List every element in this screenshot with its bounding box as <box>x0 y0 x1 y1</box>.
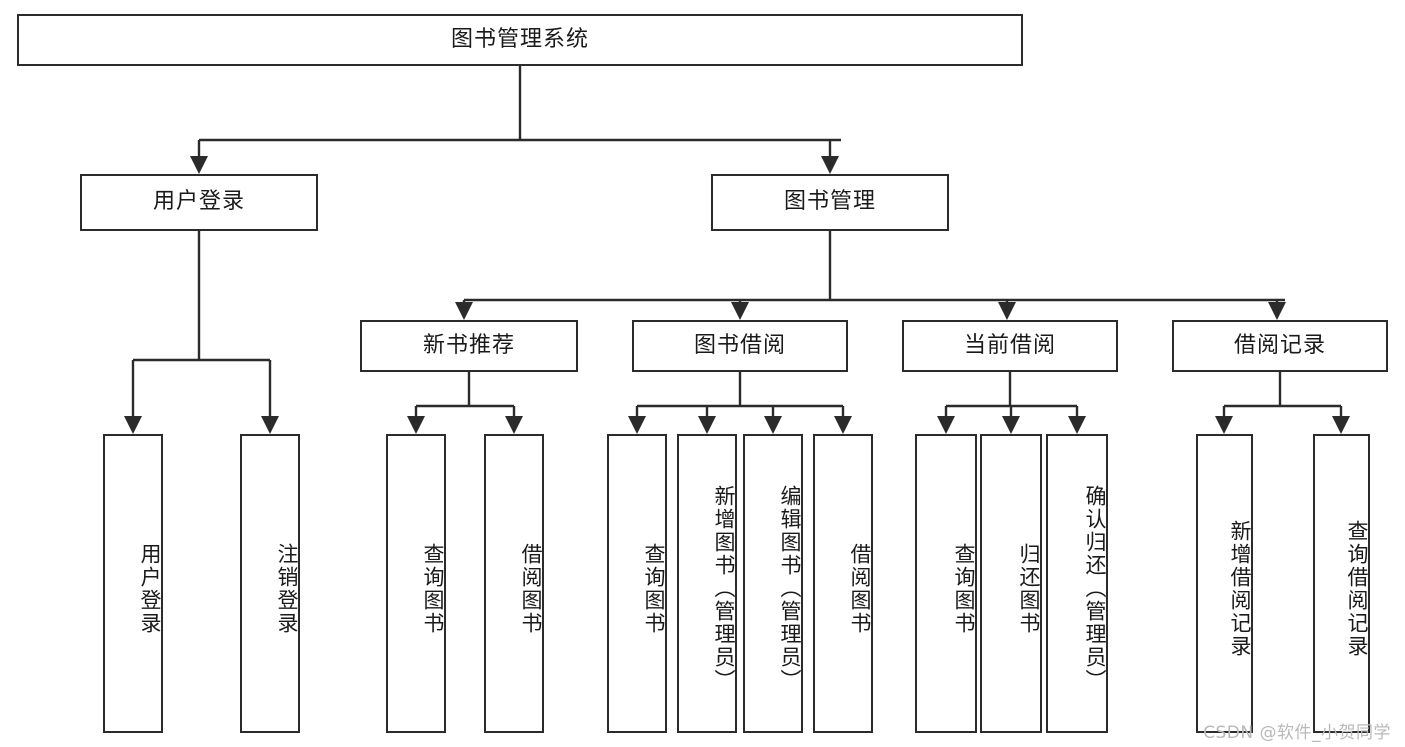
leaf-borrow-book-recommend[interactable]: 借阅图书 <box>484 434 544 733</box>
arrowhead-borrow-record <box>1268 302 1286 320</box>
leaf-query-book-borrow[interactable]: 查询图书 <box>607 434 667 733</box>
leaf-add-borrow-record-label: 新增借阅记录 <box>1228 519 1252 658</box>
leaf-query-book-recommend-label: 查询图书 <box>421 542 445 635</box>
arrowhead-confirm-return <box>1068 416 1086 434</box>
arrowhead-current-borrow <box>998 302 1016 320</box>
node-book-manage[interactable]: 图书管理 <box>711 174 949 231</box>
node-current-borrow[interactable]: 当前借阅 <box>902 320 1118 372</box>
arrowhead-book-borrow <box>731 302 749 320</box>
leaf-confirm-return-label: 确认归还（管理员） <box>1083 485 1107 692</box>
arrowhead-borrow-book-recommend <box>505 416 523 434</box>
node-new-book-recommend[interactable]: 新书推荐 <box>360 320 578 372</box>
watermark: CSDN @软件_小贺同学 <box>1203 723 1391 743</box>
arrowhead-query-book-recommend <box>407 416 425 434</box>
node-book-borrow[interactable]: 图书借阅 <box>632 320 848 372</box>
arrowhead-leaf-user-login <box>124 416 142 434</box>
arrowhead-book-manage <box>821 156 839 174</box>
arrowhead-query-book-borrow <box>628 416 646 434</box>
leaf-borrow-book[interactable]: 借阅图书 <box>813 434 873 733</box>
arrowhead-add-borrow-record <box>1215 416 1233 434</box>
leaf-edit-book[interactable]: 编辑图书（管理员） <box>743 434 803 733</box>
leaf-confirm-return[interactable]: 确认归还（管理员） <box>1046 434 1108 733</box>
leaf-add-book[interactable]: 新增图书（管理员） <box>677 434 737 733</box>
arrowhead-edit-book <box>764 416 782 434</box>
leaf-query-borrow-record-label: 查询借阅记录 <box>1345 519 1369 658</box>
leaf-user-login[interactable]: 用户登录 <box>103 434 163 733</box>
arrowhead-query-borrow-record <box>1332 416 1350 434</box>
node-borrow-record-label: 借阅记录 <box>1233 332 1326 358</box>
leaf-query-book-current-label: 查询图书 <box>952 542 976 635</box>
arrowhead-borrow-book <box>834 416 852 434</box>
leaf-query-book-borrow-label: 查询图书 <box>642 542 666 635</box>
leaf-query-book-recommend[interactable]: 查询图书 <box>386 434 446 733</box>
leaf-user-login-label: 用户登录 <box>138 542 162 635</box>
node-root[interactable]: 图书管理系统 <box>17 14 1023 66</box>
leaf-query-book-current[interactable]: 查询图书 <box>915 434 977 733</box>
node-new-book-recommend-label: 新书推荐 <box>422 332 515 358</box>
leaf-return-book-label: 归还图书 <box>1017 542 1041 635</box>
leaf-borrow-book-recommend-label: 借阅图书 <box>519 542 543 635</box>
node-borrow-record[interactable]: 借阅记录 <box>1172 320 1388 372</box>
node-book-borrow-label: 图书借阅 <box>693 332 786 358</box>
leaf-logout-label: 注销登录 <box>275 542 299 635</box>
node-book-manage-label: 图书管理 <box>783 189 876 215</box>
node-root-label: 图书管理系统 <box>450 26 589 52</box>
leaf-add-book-label: 新增图书（管理员） <box>712 485 736 692</box>
arrowhead-return-book <box>1002 416 1020 434</box>
leaf-borrow-book-label: 借阅图书 <box>848 542 872 635</box>
node-current-borrow-label: 当前借阅 <box>963 332 1056 358</box>
leaf-logout[interactable]: 注销登录 <box>240 434 300 733</box>
leaf-edit-book-label: 编辑图书（管理员） <box>778 485 802 692</box>
node-user-login[interactable]: 用户登录 <box>80 174 318 231</box>
arrowhead-leaf-logout <box>261 416 279 434</box>
arrowhead-query-book-current <box>937 416 955 434</box>
arrowhead-add-book <box>698 416 716 434</box>
leaf-query-borrow-record[interactable]: 查询借阅记录 <box>1313 434 1370 733</box>
leaf-return-book[interactable]: 归还图书 <box>980 434 1042 733</box>
node-user-login-label: 用户登录 <box>152 189 245 215</box>
arrowhead-user-login <box>190 156 208 174</box>
arrowhead-new-book-recommend <box>455 302 473 320</box>
leaf-add-borrow-record[interactable]: 新增借阅记录 <box>1196 434 1253 733</box>
